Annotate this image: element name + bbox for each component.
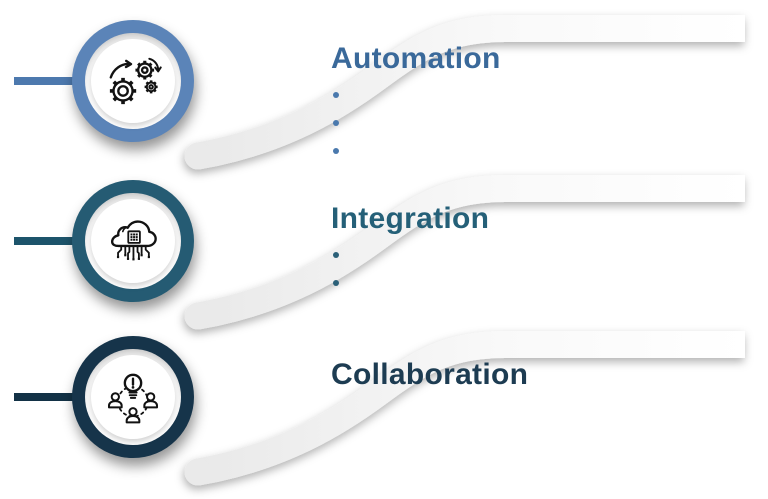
badge-plate — [91, 355, 175, 439]
integration-cloud-icon — [110, 220, 157, 261]
bullet-list — [333, 92, 339, 154]
connector-line — [14, 237, 78, 245]
row-collaboration: Collaboration — [0, 316, 768, 499]
section-title: Collaboration — [331, 358, 529, 391]
collaboration-badge — [72, 336, 194, 458]
bullet-list — [333, 252, 339, 286]
bullet-dot — [333, 120, 339, 126]
section-title: Integration — [331, 202, 490, 235]
bullet-dot — [333, 148, 339, 154]
row-automation: Automation — [0, 0, 768, 192]
automation-badge — [72, 20, 194, 142]
bullet-dot — [333, 92, 339, 98]
row-integration: Integration — [0, 160, 768, 352]
badge-inner-circle — [85, 349, 181, 445]
bullet-dot — [333, 252, 339, 258]
connector-line — [14, 393, 78, 401]
badge-inner-circle — [85, 33, 181, 129]
connector-line — [14, 77, 78, 85]
badge-inner-circle — [85, 193, 181, 289]
bullet-dot — [333, 280, 339, 286]
automation-gears-icon — [109, 57, 162, 105]
integration-badge — [72, 180, 194, 302]
section-title: Automation — [331, 42, 501, 75]
badge-plate — [91, 199, 175, 283]
ribbon-swoosh — [184, 175, 745, 330]
ribbon-swoosh — [184, 331, 745, 486]
ribbon-swoosh — [184, 15, 745, 170]
collaboration-team-icon — [107, 373, 159, 424]
badge-plate — [91, 39, 175, 123]
